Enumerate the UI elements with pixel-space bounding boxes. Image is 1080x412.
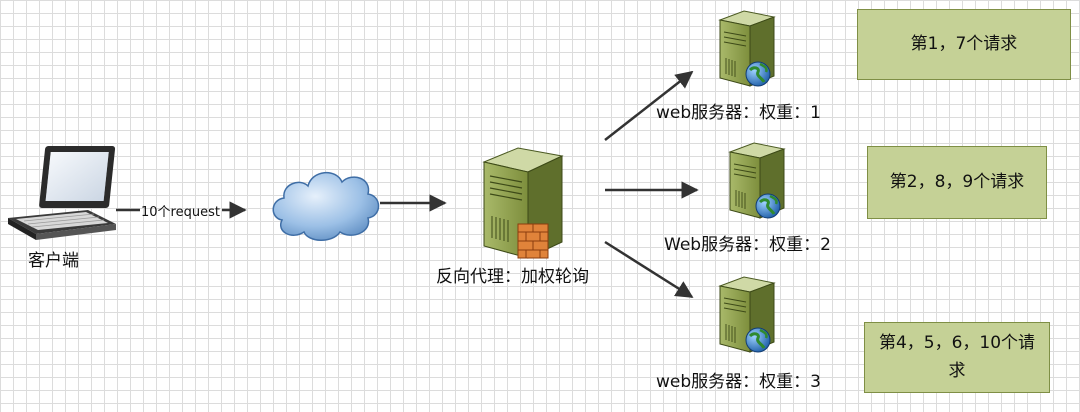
client-label: 客户端 xyxy=(28,251,79,271)
server-globe-icon xyxy=(728,141,786,220)
server-firewall-icon xyxy=(482,147,564,259)
server-2-label: Web服务器：权重：2 xyxy=(664,235,831,255)
server-1-note: 第1，7个请求 xyxy=(857,9,1071,80)
server-3-label: web服务器：权重：3 xyxy=(656,372,821,392)
request-edge-label: 10个request xyxy=(141,205,220,220)
server-globe-icon xyxy=(718,275,776,354)
server-2-note: 第2，8，9个请求 xyxy=(867,146,1047,219)
server-1-label: web服务器：权重：1 xyxy=(656,103,821,123)
server-3-note: 第4，5，6，10个请求 xyxy=(864,322,1050,393)
cloud-icon xyxy=(272,172,380,241)
proxy-label: 反向代理：加权轮询 xyxy=(436,267,589,287)
arrow-proxy-to-server-3 xyxy=(604,240,694,299)
laptop-icon xyxy=(8,146,116,240)
arrow-proxy-to-server-1 xyxy=(604,70,694,141)
server-globe-icon xyxy=(718,9,776,88)
